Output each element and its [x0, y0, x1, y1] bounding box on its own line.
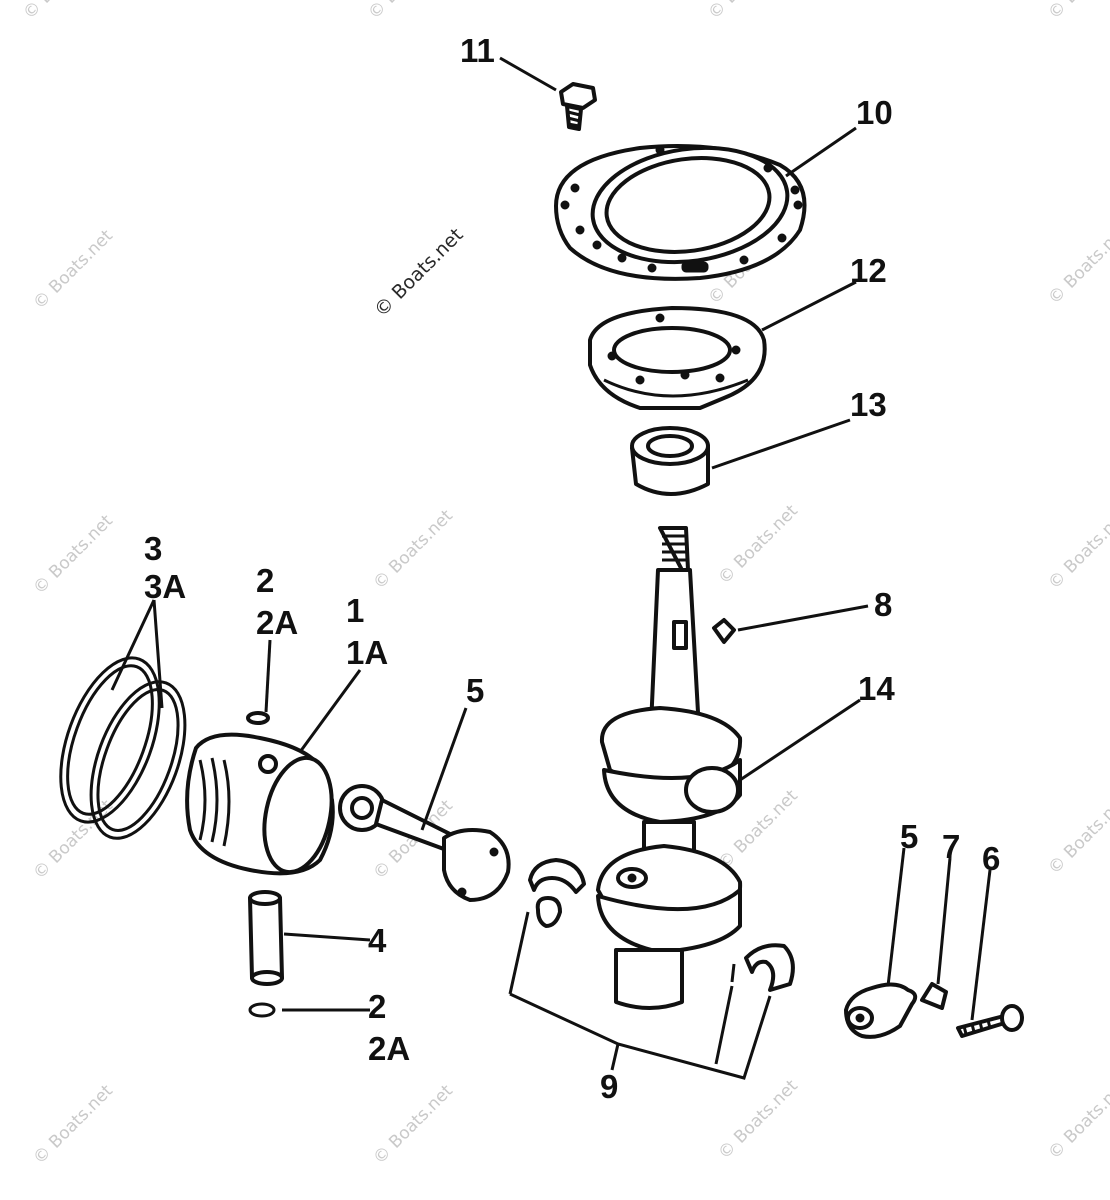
watermark: © Boats.net	[1044, 791, 1110, 879]
part-4-wrist-pin	[248, 890, 284, 986]
callout-8: 8	[874, 586, 892, 623]
watermark: © Boats.net	[1044, 0, 1110, 24]
callout-1: 1	[346, 592, 364, 629]
callout-3a: 3A	[144, 568, 186, 605]
callout-2a-top: 2A	[256, 604, 298, 641]
callout-2-top: 2	[256, 562, 274, 599]
part-11-screw	[559, 82, 597, 131]
part-10-flange-plate	[554, 144, 807, 281]
callout-3: 3	[144, 530, 162, 567]
part-6-screw	[956, 1004, 1024, 1038]
callout-14: 14	[858, 670, 895, 707]
part-8-key	[712, 618, 736, 644]
watermark: © Boats.net	[714, 501, 802, 589]
watermark-main: © Boats.net	[370, 224, 468, 322]
watermark: © Boats.net	[364, 0, 452, 24]
callout-4: 4	[368, 922, 387, 959]
watermark: © Boats.net	[369, 1081, 457, 1169]
callout-10: 10	[856, 94, 893, 131]
callout-6: 6	[982, 840, 1000, 877]
watermark: © Boats.net	[714, 1076, 802, 1164]
watermark: © Boats.net	[19, 0, 107, 24]
watermark: © Boats.net	[1044, 506, 1110, 594]
callout-1a: 1A	[346, 634, 388, 671]
watermark: © Boats.net	[1044, 221, 1110, 309]
watermark: © Boats.net	[29, 226, 117, 314]
callout-12: 12	[850, 252, 887, 289]
callout-2-bottom: 2	[368, 988, 386, 1025]
watermark: © Boats.net	[1044, 1076, 1110, 1164]
part-5-connecting-rod	[338, 784, 511, 902]
callout-2a-bottom: 2A	[368, 1030, 410, 1067]
part-9-bearing-halves	[528, 858, 795, 992]
watermark: © Boats.net	[29, 511, 117, 599]
callout-13: 13	[850, 386, 887, 423]
part-5-rod-cap	[844, 982, 918, 1039]
part-3-piston-rings	[59, 656, 187, 840]
callout-5-rod: 5	[466, 672, 484, 709]
watermark: © Boats.net	[704, 0, 792, 24]
part-1-piston	[185, 711, 335, 876]
callout-11: 11	[460, 32, 495, 69]
callout-9: 9	[600, 1068, 618, 1105]
part-2-clip-bottom	[248, 1002, 276, 1018]
part-13-bushing	[630, 426, 710, 496]
callout-7: 7	[942, 828, 960, 865]
part-7-lockwasher	[920, 982, 948, 1010]
callout-labels: 11 10 12 13 8 14 3 3A 2 2A 1 1A 5 4 2 2A…	[144, 32, 1000, 1105]
part-12-retainer	[588, 306, 767, 410]
watermark: © Boats.net	[369, 506, 457, 594]
callout-5-cap: 5	[900, 818, 918, 855]
leader-lines	[110, 56, 992, 1080]
watermark: © Boats.net	[29, 1081, 117, 1169]
part-14-crankshaft	[596, 526, 743, 1010]
